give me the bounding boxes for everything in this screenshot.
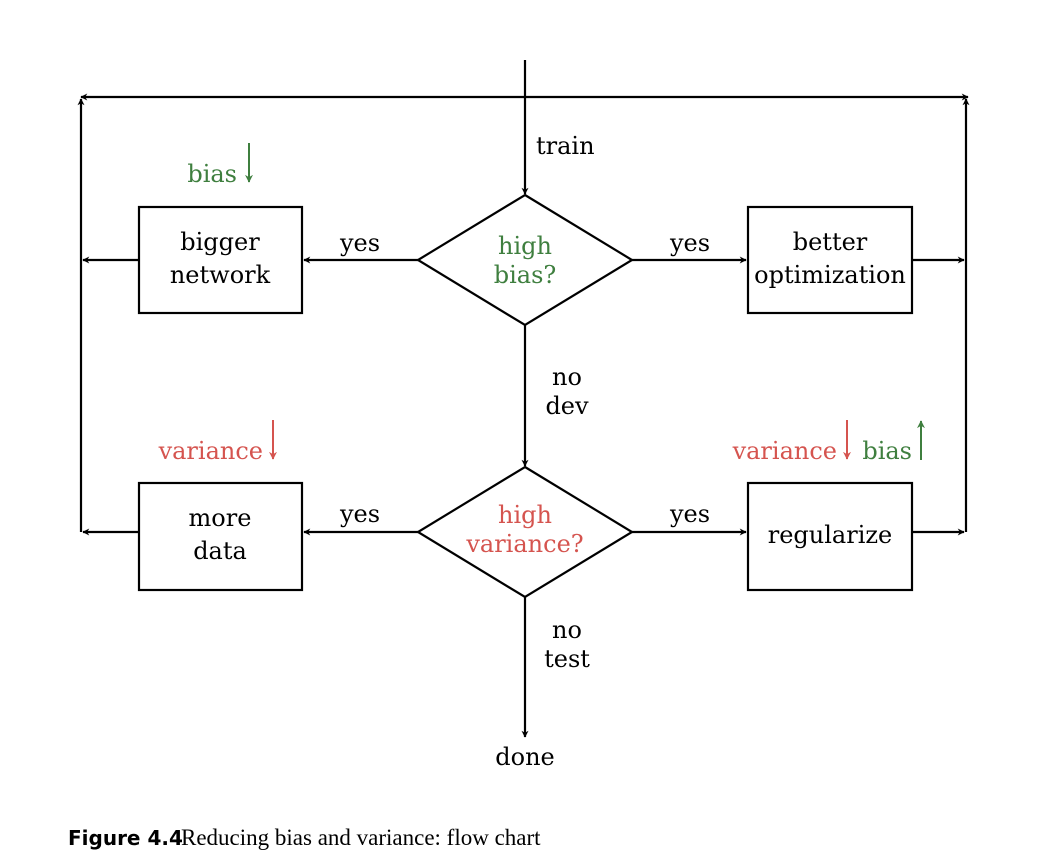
decision-high-bias-line1: high [498, 232, 552, 260]
annotation-variance-down-left-label: variance [158, 437, 263, 465]
edge-label-yes-variance-right: yes [669, 500, 710, 528]
node-better-optimization-line1: better [793, 228, 868, 256]
edge-label-no-test-line1: no [552, 616, 582, 644]
node-regularize: regularize [746, 481, 914, 592]
edge-label-yes-bias-left: yes [339, 229, 380, 257]
annotation-bias-down-label: bias [187, 160, 237, 188]
edge-label-train: train [536, 132, 595, 160]
node-bigger-network: bigger network [137, 205, 304, 315]
node-bigger-network-line2: network [170, 261, 271, 289]
annotation-bias-down: bias [187, 143, 253, 188]
annotation-variance-down-left: variance [158, 420, 277, 465]
edge-label-no-dev-line2: dev [545, 392, 589, 420]
node-more-data-line2: data [193, 537, 247, 565]
node-regularize-label: regularize [768, 521, 892, 549]
figure-caption-text: Reducing bias and variance: flow chart [181, 825, 541, 850]
decision-high-variance-line2: variance? [465, 530, 583, 558]
figure-caption: Figure 4.4 Reducing bias and variance: f… [68, 825, 541, 850]
node-better-optimization: better optimization [746, 205, 914, 315]
edge-label-yes-bias-right: yes [669, 229, 710, 257]
edge-label-no-dev-line1: no [552, 363, 582, 391]
node-bigger-network-line1: bigger [180, 228, 260, 256]
decision-high-variance: high variance? [415, 465, 635, 599]
terminal-done: done [495, 743, 554, 771]
node-more-data: more data [137, 481, 304, 592]
figure-caption-label: Figure 4.4 [68, 826, 183, 850]
edge-label-no-test-line2: test [544, 645, 590, 673]
node-more-data-line1: more [189, 504, 252, 532]
annotation-variance-down-right-label: variance [732, 437, 837, 465]
annotation-variance-down-right: variance [732, 420, 851, 465]
decision-high-bias: high bias? [415, 193, 635, 327]
decision-high-bias-line2: bias? [494, 261, 557, 289]
edge-label-yes-variance-left: yes [339, 500, 380, 528]
decision-high-variance-line1: high [498, 501, 552, 529]
node-better-optimization-line2: optimization [754, 261, 906, 289]
connectors [77, 60, 970, 738]
annotation-bias-up: bias [862, 420, 925, 465]
annotation-bias-up-label: bias [862, 437, 912, 465]
